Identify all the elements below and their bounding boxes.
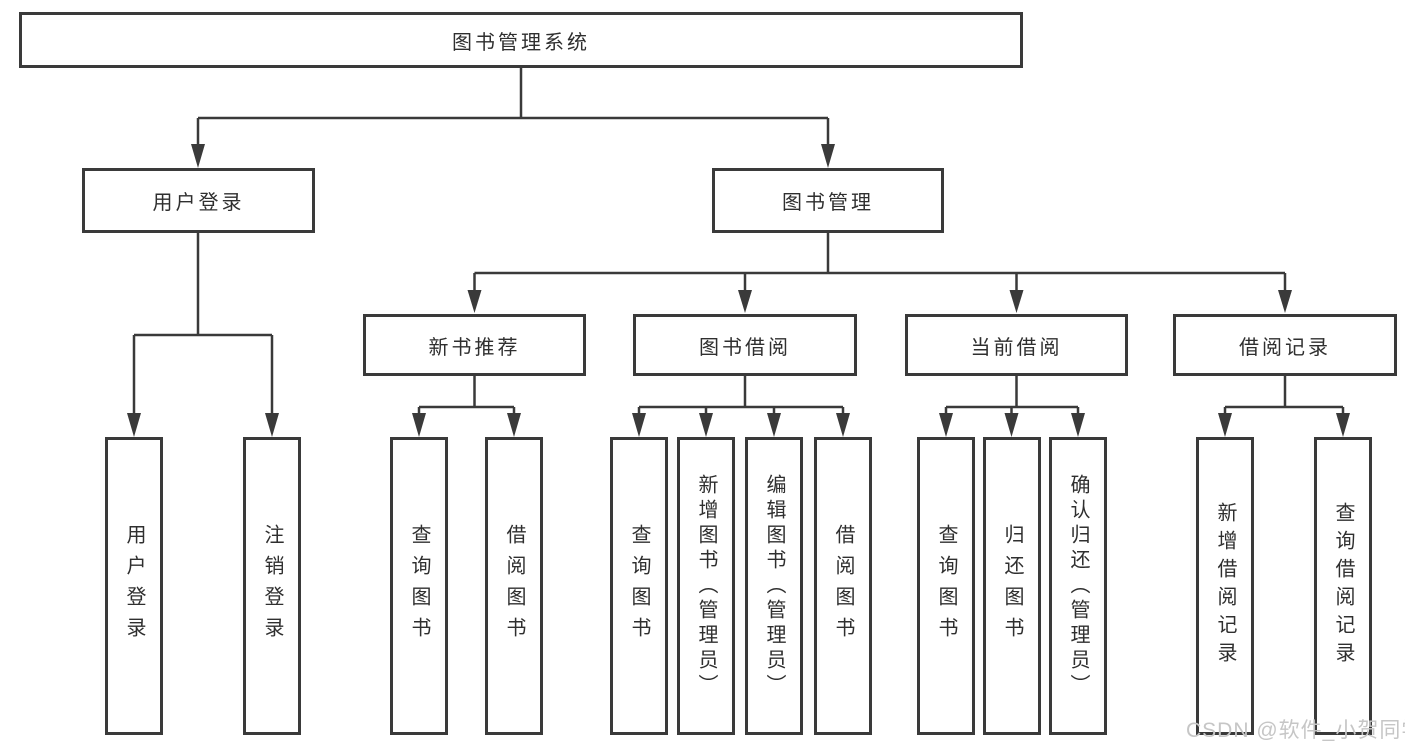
node-book-management: 图书管理	[712, 168, 944, 233]
node-user-login: 用户登录	[82, 168, 315, 233]
leaf-logout: 注销登录	[243, 437, 301, 735]
leaf-borrow-add-books: 新增图书（管理员）	[677, 437, 735, 735]
leaf-records-add-record-label: 新增借阅记录	[1214, 502, 1236, 670]
csdn-watermark: CSDN @软件_小贺同学	[1186, 719, 1405, 742]
leaf-borrow-query-books: 查询图书	[610, 437, 668, 735]
node-new-book-recommend-label: 新书推荐	[428, 336, 521, 359]
leaf-recommend-borrow-books-label: 借阅图书	[503, 524, 525, 648]
leaf-recommend-query-books-label: 查询图书	[408, 524, 430, 648]
node-current-borrow: 当前借阅	[905, 314, 1128, 376]
node-book-borrow-label: 图书借阅	[699, 336, 791, 359]
leaf-borrow-borrow-books: 借阅图书	[814, 437, 872, 735]
leaf-user-login: 用户登录	[105, 437, 163, 735]
leaf-borrow-add-books-label: 新增图书（管理员）	[695, 473, 717, 699]
leaf-recommend-query-books: 查询图书	[390, 437, 448, 735]
leaf-borrow-borrow-books-label: 借阅图书	[832, 524, 854, 648]
leaf-current-return-books: 归还图书	[983, 437, 1041, 735]
leaf-records-query-record-label: 查询借阅记录	[1332, 502, 1354, 670]
node-borrow-records: 借阅记录	[1173, 314, 1397, 376]
node-current-borrow-label: 当前借阅	[970, 336, 1063, 359]
node-book-management-label: 图书管理	[782, 192, 874, 214]
leaf-recommend-borrow-books: 借阅图书	[485, 437, 543, 735]
leaf-records-query-record: 查询借阅记录	[1314, 437, 1372, 735]
leaf-current-return-books-label: 归还图书	[1001, 524, 1023, 648]
node-user-login-label: 用户登录	[152, 192, 245, 214]
leaf-logout-label: 注销登录	[261, 524, 283, 648]
node-book-borrow: 图书借阅	[633, 314, 857, 376]
node-borrow-records-label: 借阅记录	[1239, 336, 1331, 359]
leaf-user-login-label: 用户登录	[123, 524, 145, 648]
leaf-current-confirm-return: 确认归还（管理员）	[1049, 437, 1107, 735]
leaf-current-query-books-label: 查询图书	[935, 524, 957, 648]
node-root-label: 图书管理系统	[452, 31, 590, 54]
leaf-current-confirm-return-label: 确认归还（管理员）	[1067, 473, 1089, 699]
leaf-records-add-record: 新增借阅记录	[1196, 437, 1254, 735]
leaf-borrow-edit-books-label: 编辑图书（管理员）	[763, 473, 785, 699]
node-new-book-recommend: 新书推荐	[363, 314, 586, 376]
leaf-current-query-books: 查询图书	[917, 437, 975, 735]
leaf-borrow-query-books-label: 查询图书	[628, 524, 650, 648]
node-root-system: 图书管理系统	[19, 12, 1023, 68]
leaf-borrow-edit-books: 编辑图书（管理员）	[745, 437, 803, 735]
